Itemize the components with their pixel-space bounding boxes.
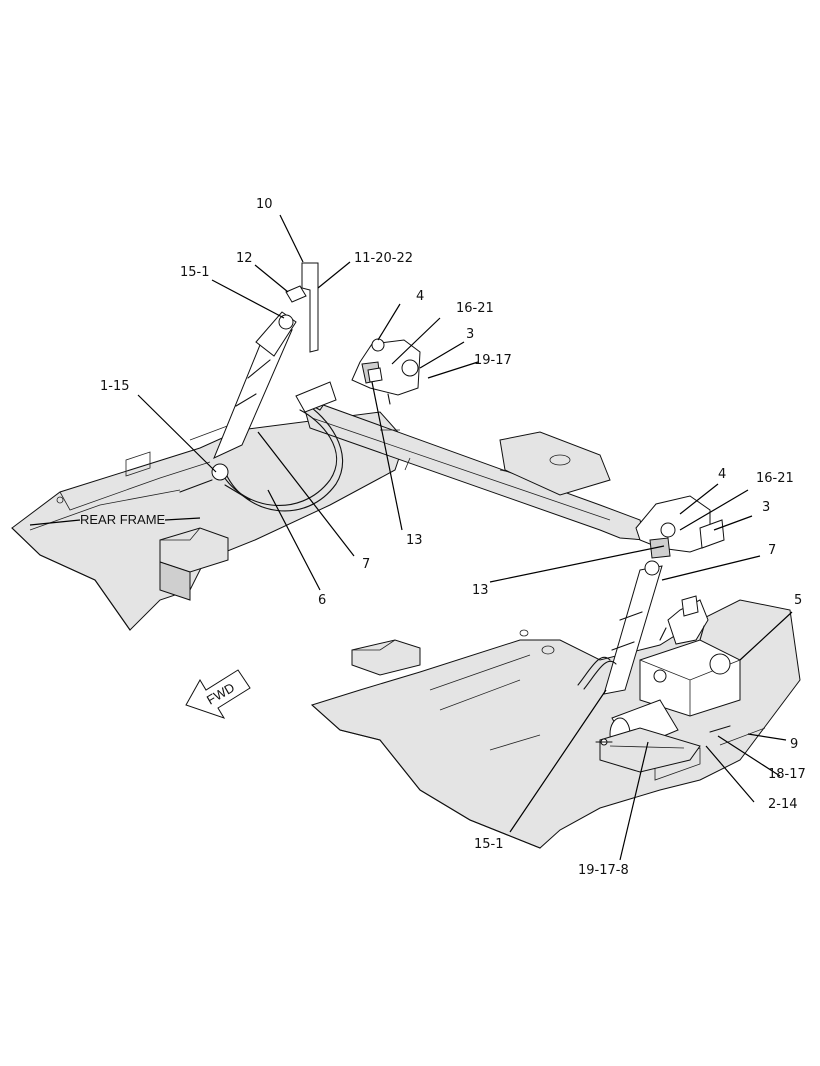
callouts: 10 12 11-20-22 15-1 4 16-21 3 19-17 1-15… [100,197,806,878]
rear-frame-leader [29,517,201,526]
callout-18-17: 18-17 [768,767,806,782]
callout-15-1-top: 15-1 [180,265,210,280]
callout-13-right: 13 [472,583,489,598]
callout-4-right: 4 [718,467,726,482]
callout-10: 10 [256,197,273,212]
fwd-arrow: FWD [185,669,251,719]
rear-frame-left [11,401,646,631]
callout-11-20-22: 11-20-22 [354,251,413,266]
rear-frame-right [311,599,801,849]
rear-frame-label: REAR FRAME [80,512,166,527]
callout-6: 6 [318,593,326,608]
right-cylinder-assembly [577,495,741,773]
callout-9: 9 [790,737,798,752]
callout-19-17: 19-17 [474,353,512,368]
callout-2-14: 2-14 [768,797,798,812]
leader-lines [137,214,793,861]
callout-3-left: 3 [466,327,474,342]
callout-5: 5 [794,593,802,608]
callout-7-right: 7 [768,543,776,558]
callout-3-right: 3 [762,500,770,515]
callout-7-left: 7 [362,557,370,572]
callout-4-left: 4 [416,289,424,304]
callout-13-left: 13 [406,533,423,548]
callout-15-1-bottom: 15-1 [474,837,504,852]
callout-16-21-left: 16-21 [456,301,494,316]
callout-12: 12 [236,251,253,266]
callout-16-21-right: 16-21 [756,471,794,486]
callout-19-17-8: 19-17-8 [578,863,629,878]
callout-1-15: 1-15 [100,379,130,394]
